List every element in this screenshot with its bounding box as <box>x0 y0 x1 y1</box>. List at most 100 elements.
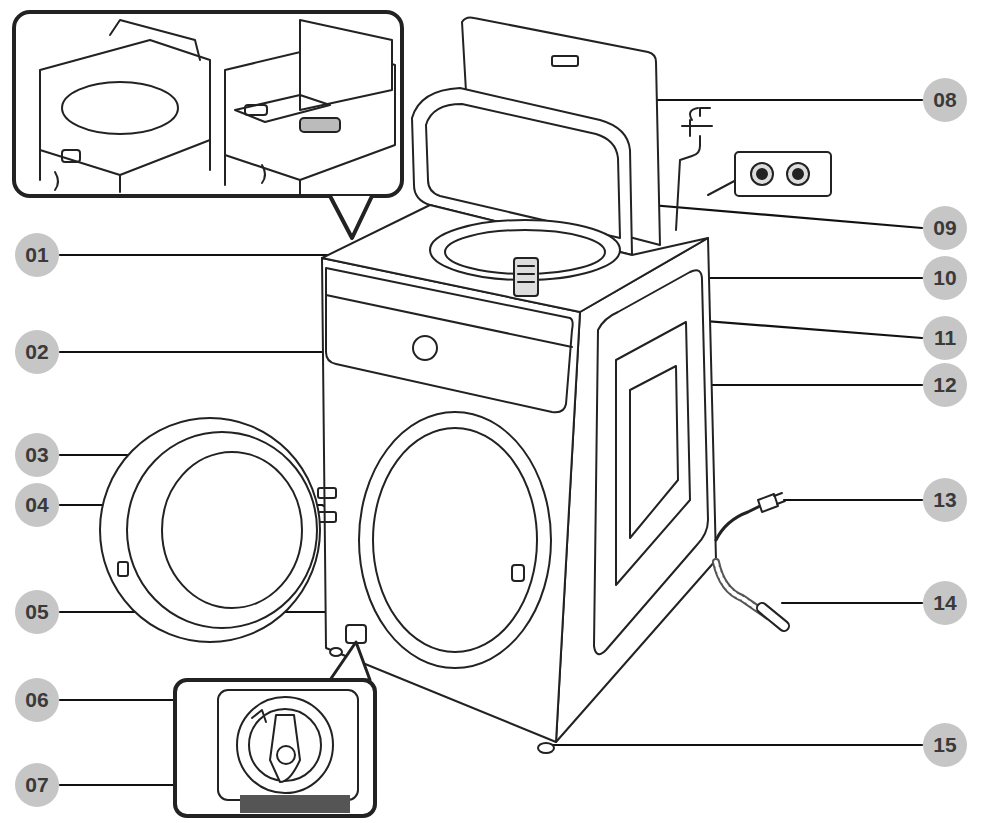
callout-circle: 03 <box>14 432 60 478</box>
callout-circle-fill <box>15 233 59 277</box>
callout-circle: 06 <box>14 677 60 723</box>
callout-circle-fill <box>15 483 59 527</box>
callout-circle-fill <box>923 363 967 407</box>
washer-body-part <box>518 266 534 282</box>
dispenser-inset-part <box>40 40 210 175</box>
callout-circle-fill <box>15 433 59 477</box>
callout-circle: 05 <box>14 589 60 635</box>
dispenser-inset-part <box>300 20 392 110</box>
callout-circle: 09 <box>922 205 968 251</box>
dispenser-inset-part <box>330 196 372 238</box>
door-part <box>100 418 320 642</box>
dispenser-inset-part <box>40 140 210 192</box>
callout-number: 10 <box>933 266 956 290</box>
callout-number: 06 <box>25 688 48 712</box>
filter-inset-part <box>249 709 321 781</box>
callout-circle-fill <box>923 256 967 300</box>
callout-number: 11 <box>934 326 956 350</box>
tap-and-hoses <box>676 108 831 626</box>
callout-circle: 01 <box>14 232 60 278</box>
door-part <box>318 488 336 498</box>
callout-circle: 08 <box>922 77 968 123</box>
tap-and-hoses-part <box>676 108 712 230</box>
callout-number: 13 <box>933 488 956 512</box>
filter-inset-part <box>240 795 350 813</box>
tap-and-hoses-part <box>787 163 809 185</box>
dispenser-inset-part <box>262 165 265 183</box>
tap-and-hoses-part <box>774 493 785 504</box>
tap-and-hoses-part <box>758 494 778 512</box>
door-part <box>318 512 336 522</box>
filter-inset-part <box>252 710 266 722</box>
callout-circle-fill <box>923 316 967 360</box>
washer-body-part <box>630 366 678 538</box>
dispenser-inset-part <box>225 155 300 195</box>
tap-and-hoses-part <box>716 506 760 540</box>
callout-number: 15 <box>933 733 956 757</box>
tap-and-hoses-part <box>735 152 831 196</box>
leader-lines-part <box>782 602 922 604</box>
filter-inset <box>175 642 375 816</box>
filter-inset-part <box>330 642 370 680</box>
filter-inset-part <box>175 680 375 816</box>
tap-and-hoses-part <box>757 169 767 179</box>
callout-circle-fill <box>923 478 967 522</box>
callout-circle: 04 <box>14 482 60 528</box>
washer-body-part <box>322 258 580 742</box>
filter-inset-part <box>270 715 300 782</box>
washer-body-part <box>594 270 708 654</box>
tap-and-hoses-part <box>762 608 784 626</box>
tap-and-hoses-part <box>751 163 773 185</box>
dispenser-inset-part <box>14 12 402 196</box>
door-part <box>373 428 537 652</box>
callout-circle: 11 <box>922 315 968 361</box>
filter-and-feet-part <box>538 743 554 753</box>
filter-and-feet-part <box>346 625 366 643</box>
callout-circle: 02 <box>14 329 60 375</box>
washer-body-part <box>514 258 538 296</box>
callout-number: 14 <box>933 591 956 615</box>
dispenser-inset-part <box>55 172 58 190</box>
leader-lines-part <box>784 499 922 501</box>
dispenser-inset-part <box>245 105 267 115</box>
tap-and-hoses-part <box>690 108 698 120</box>
washer-body-part <box>326 295 572 347</box>
dispenser-inset-part <box>110 20 200 60</box>
callout-number: 09 <box>933 216 956 240</box>
door-part <box>118 562 128 576</box>
leader-lines-part <box>60 254 352 256</box>
filter-inset-part <box>277 746 295 764</box>
washer-body <box>322 205 716 742</box>
callout-number: 04 <box>25 493 48 517</box>
dispenser-inset-part <box>62 150 80 162</box>
callout-number: 07 <box>25 773 48 797</box>
callout-number: 08 <box>933 88 956 112</box>
callout-circle-fill <box>923 723 967 767</box>
door-part <box>162 452 302 608</box>
leader-lines-part <box>548 744 922 746</box>
callout-circle: 07 <box>14 762 60 808</box>
callout-circle-fill <box>923 78 967 122</box>
door-part <box>359 412 551 668</box>
callout-circle: 12 <box>922 362 968 408</box>
washer-body-part <box>413 336 437 360</box>
dispenser-inset-part <box>300 118 340 132</box>
filter-and-feet-part <box>330 648 342 656</box>
washer-body-part <box>326 268 573 412</box>
filter-inset-part <box>218 690 358 800</box>
door <box>100 412 551 668</box>
callout-circle-fill <box>923 206 967 250</box>
filter-inset-part <box>237 697 333 793</box>
door-part <box>512 565 524 581</box>
callout-circle: 14 <box>922 580 968 626</box>
callout-circle: 13 <box>922 477 968 523</box>
callout-number: 02 <box>25 340 48 364</box>
callout-number: 12 <box>933 373 956 397</box>
callout-circle-fill <box>15 590 59 634</box>
tap-and-hoses-part <box>762 608 784 626</box>
washer-body-part <box>616 322 690 585</box>
callout-circle-fill <box>15 330 59 374</box>
callout-circle-fill <box>15 763 59 807</box>
